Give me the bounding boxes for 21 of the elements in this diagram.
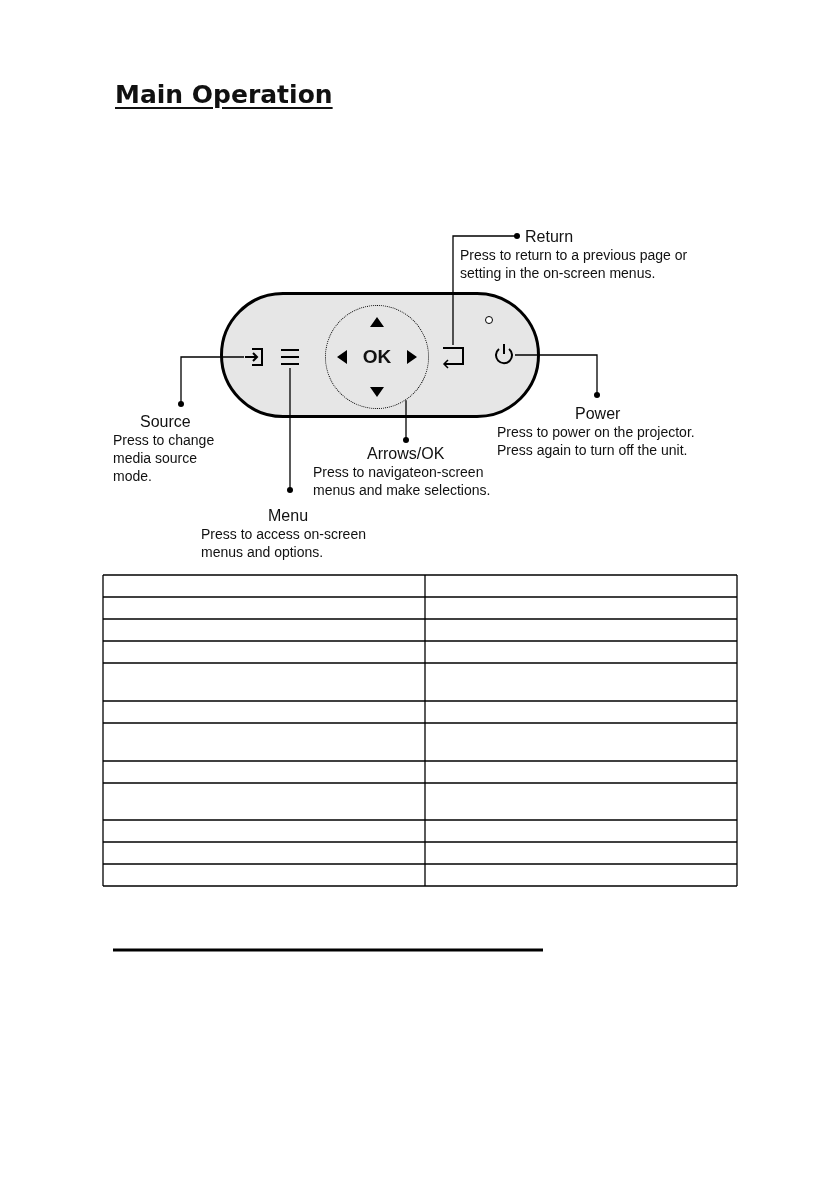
callout-text: Press to change media source mode.: [113, 431, 216, 485]
menu-icon: [280, 346, 300, 368]
callout-title: Power: [575, 404, 621, 423]
leader-line: [287, 367, 293, 493]
ok-label: OK: [362, 346, 392, 368]
leader-line: [403, 399, 409, 443]
leader-line: [178, 356, 245, 407]
return-icon: [440, 345, 466, 369]
leader-line: [514, 354, 600, 398]
page-title: Main Operation: [115, 80, 333, 109]
callout-text: Press to navigateon-screen menus and make selections.: [313, 463, 492, 499]
callout-text: Press to return to a previous page or setting in the on-screen menus.: [460, 246, 689, 282]
source-input-icon: [244, 346, 264, 368]
callout-title: Menu: [268, 506, 309, 525]
callout-title: Return: [525, 227, 574, 246]
callout-text: Press to power on the projector. Press again to turn off the unit.: [497, 423, 696, 459]
callout-title: Arrows/OK: [367, 444, 445, 463]
callout-title: Source: [140, 412, 191, 431]
leader-line: [452, 233, 520, 346]
callout-text: Press to access on-screen menus and options.: [201, 525, 367, 561]
power-icon: [493, 343, 515, 367]
